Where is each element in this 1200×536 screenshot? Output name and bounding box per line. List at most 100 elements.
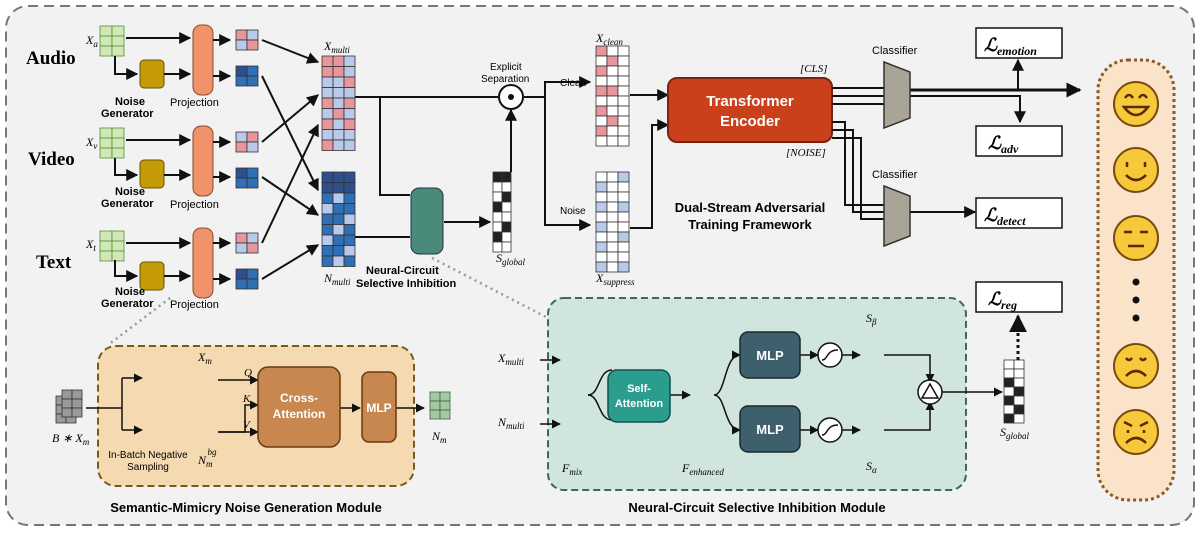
f-enhanced-label: Fenhanced [681,461,724,477]
input-xt-grid [99,230,125,262]
smile-face-icon [1113,147,1159,193]
xa-label: Xa [85,33,98,49]
nm-grid [429,391,451,420]
cross-attention-block: Cross- Attention [257,366,341,448]
svg-text:Projection: Projection [170,97,219,109]
projected-noise [235,268,259,290]
svg-text:Generator: Generator [101,108,154,120]
nbg-label: Nmbg [197,447,217,469]
x-multi-label: Xmulti [323,39,350,55]
batch-label: B ∗ Xm [52,431,90,447]
n-multi-label: Nmulti [323,271,351,287]
svg-text:Semantic-Mimicry Noise Generat: Semantic-Mimicry Noise Generation Module [110,500,382,515]
projection-text: Projection [170,227,219,311]
xv-label: Xv [85,135,97,151]
input-xa-grid [99,25,125,57]
in-batch-label: In-Batch Negative [108,450,188,461]
nm-label: Nm [431,429,447,445]
neutral-face-icon [1113,215,1159,261]
svg-text:Cross-: Cross- [280,391,318,405]
batch-input-grid-2 [61,389,83,418]
ncsi-n-multi-label: Nmulti [497,415,525,431]
module-connectors [107,256,549,346]
s-global-top-label: Sglobal [496,251,526,267]
ncsi-mlp-top: MLP [739,331,801,379]
noise-generator-text: Noise Generator [101,261,165,310]
s-beta-label: Sβ [866,311,877,327]
sigmoid-icon [817,342,843,368]
svg-text:Explicit: Explicit [490,62,522,73]
loss-detect: ℒdetect [975,197,1063,229]
svg-text:Noise: Noise [115,96,145,108]
neural-circuit-label: Neural-Circuit [366,265,439,277]
svg-text:Encoder: Encoder [720,113,780,130]
svg-text:MLP: MLP [366,401,391,415]
modality-audio-label: Audio [26,48,76,69]
ncsi-mlp-bottom: MLP [739,405,801,453]
input-arrows [114,32,670,285]
loss-adv: ℒadv [975,125,1063,157]
xt-label: Xt [85,237,96,253]
svg-text:Projection: Projection [170,199,219,211]
svg-text:ℒemotion: ℒemotion [984,35,1037,58]
svg-text:ℒdetect: ℒdetect [984,205,1026,228]
f-mix-label: Fmix [561,461,582,477]
svg-text:Training Framework: Training Framework [688,217,812,232]
svg-text:Projection: Projection [170,299,219,311]
n-multi-grid [321,171,356,267]
projected-feature [235,232,259,254]
s-alpha-label: Sα [866,459,877,475]
x-suppress-grid [595,171,630,273]
svg-text:Neural-Circuit Selective Inhib: Neural-Circuit Selective Inhibition Modu… [628,500,885,515]
svg-text:Classifier: Classifier [872,45,918,57]
svg-text:MLP: MLP [756,348,784,363]
transformer-output-lines [832,58,1082,360]
input-xv-grid [99,127,125,159]
combine-triangle-icon [917,379,943,405]
svg-text:Separation: Separation [481,74,529,85]
classifier-detect: Classifier [872,169,918,248]
self-attention-block: Self- Attention [607,369,671,423]
svg-text:K: K [242,393,251,405]
projection-audio: Projection [170,24,219,109]
projected-noise [235,167,259,189]
svg-text:Noise: Noise [115,286,145,298]
explicit-separation-node: Explicit Separation [481,62,529,110]
svg-text:Attention: Attention [615,398,664,410]
clean-label: Clean [560,78,586,89]
cls-token-label: [CLS] [800,63,828,75]
smng-mlp-block: MLP [361,371,397,443]
projected-noise [235,65,259,87]
svg-text:Generator: Generator [101,298,154,310]
x-suppress-label: Xsuppress [595,271,635,287]
svg-text:Classifier: Classifier [872,169,918,181]
ncsi-x-multi-label: Xmulti [497,351,524,367]
dual-stream-label: Dual-Stream Adversarial [675,200,826,215]
noise-token-label: [NOISE] [786,147,826,159]
modality-text-label: Text [36,252,72,273]
x-clean-grid [595,45,630,147]
neural-circuit-block [410,187,444,255]
angry-face-icon [1113,409,1159,455]
svg-text:Sampling: Sampling [127,462,169,473]
svg-text:Q: Q [244,367,252,379]
svg-text:V: V [243,419,251,431]
ncsi-module: Neural-Circuit Selective Inhibition Modu… [547,297,967,515]
svg-text:ℒreg: ℒreg [988,289,1017,312]
svg-text:ℒadv: ℒadv [988,133,1019,156]
classifier-emotion: Classifier [872,45,918,130]
svg-text:Attention: Attention [273,407,326,421]
projection-video: Projection [170,125,219,211]
more-emotions-ellipsis [1132,278,1140,322]
ncsi-arrows [540,350,1003,435]
sigmoid-icon [817,417,843,443]
x-clean-label: Xclean [595,31,623,47]
happy-face-icon [1113,81,1159,127]
s-global-bottom-grid [1003,359,1025,424]
noise-generator-audio: Noise Generator [101,59,165,120]
modality-video-label: Video [28,149,75,170]
noise-label: Noise [560,206,586,217]
svg-text:Generator: Generator [101,198,154,210]
svg-text:Noise: Noise [115,186,145,198]
